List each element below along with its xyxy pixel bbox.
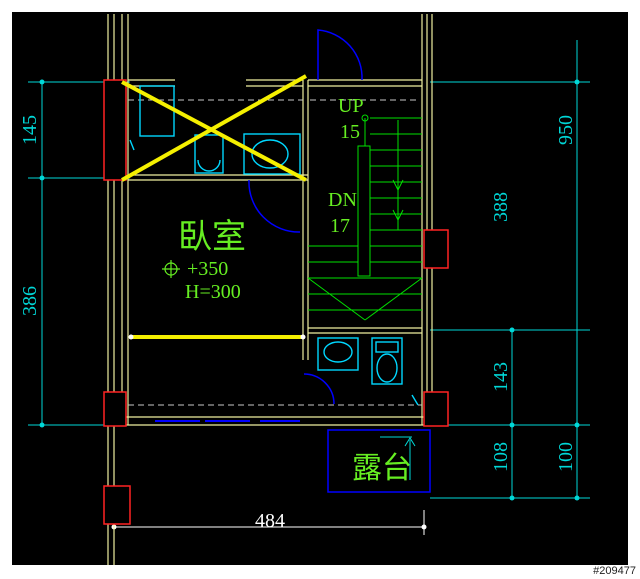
- dim-right-outer: 950: [555, 115, 577, 145]
- room-labels: 臥室 +350 H=300 UP 15 DN 17 露台: [178, 95, 412, 486]
- stair-down-label: DN: [328, 189, 357, 211]
- columns: [103, 79, 449, 525]
- dashed-lines: [128, 99, 422, 406]
- balcony-name: 露台: [352, 451, 412, 486]
- dim-left-bottom: 386: [19, 286, 41, 316]
- dim-right-mid: 388: [490, 192, 512, 222]
- room-name: 臥室: [178, 217, 246, 257]
- balcony-arrow-icon: [380, 436, 416, 480]
- dimension-labels: 145 386 950 388 143 108 100 484: [19, 115, 577, 532]
- staircase: [307, 114, 423, 321]
- dim-left-top: 145: [19, 115, 41, 145]
- dim-right-lower: 143: [490, 362, 512, 392]
- dim-right-bottom-inner: 108: [490, 442, 512, 472]
- doors: [248, 29, 431, 493]
- stair-up-steps: 15: [340, 121, 360, 143]
- stair-arrows: [392, 179, 404, 222]
- room-height: H=300: [185, 281, 241, 303]
- dimension-dots: [39, 79, 580, 530]
- elevation-marker-icon: [162, 260, 180, 278]
- demolition-mark: [121, 74, 307, 339]
- dim-bottom-width: 484: [255, 510, 285, 532]
- mark-dots: [128, 334, 306, 340]
- watermark: #209477: [593, 565, 636, 577]
- bathroom-fixtures: [129, 85, 419, 406]
- stair-down-steps: 17: [330, 215, 350, 237]
- room-elevation: +350: [187, 258, 228, 280]
- dim-right-bottom-outer: 100: [555, 442, 577, 472]
- stair-up-label: UP: [338, 95, 364, 117]
